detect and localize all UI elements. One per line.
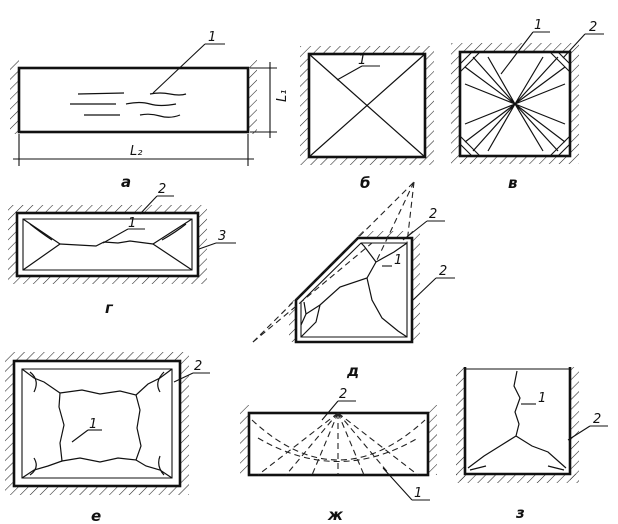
hatched-supports [10, 60, 257, 134]
label-crack: 1 [128, 216, 136, 231]
panel-b: 1 б [300, 46, 434, 192]
label-crack: 1 [538, 391, 546, 406]
label-crack: 1 [358, 53, 366, 68]
label-edge: 2 [593, 412, 601, 427]
slab-outline [12, 359, 182, 488]
envelope-cracks [22, 218, 193, 271]
fan-cracks [464, 56, 566, 152]
caption-g: г [105, 299, 114, 317]
label-crack: 1 [208, 30, 216, 45]
label-crack: 1 [394, 253, 402, 268]
caption-z: з [515, 504, 525, 522]
label-bottom: 1 [414, 486, 422, 501]
crack-lines [467, 370, 567, 471]
slab-outline [458, 50, 572, 158]
panel-g: 1 2 3 г [8, 182, 236, 317]
caption-d: д [346, 362, 359, 380]
panel-a: 1 L₁ L₂ а [10, 30, 290, 191]
yield-lines [251, 412, 426, 476]
crack-lines [21, 368, 173, 479]
slab-outline [307, 52, 427, 159]
panel-e: 1 2 е [5, 352, 210, 524]
dimension-l2: L₂ [13, 134, 254, 166]
panel-z: 1 2 з [456, 367, 608, 522]
label-crack: 1 [534, 18, 542, 33]
label-support: 3 [218, 229, 226, 244]
label-edge: 2 [194, 359, 202, 374]
panel-d: 1 2 2 д [252, 181, 455, 380]
crack-lines [70, 92, 187, 118]
label-crack: 1 [89, 417, 97, 432]
crack-lines [300, 242, 408, 338]
label-l1: L₁ [275, 90, 290, 102]
label-l2: L₂ [130, 144, 142, 159]
panel-zh: 2 1 ж [240, 387, 437, 524]
label-edge-right: 2 [439, 264, 447, 279]
caption-a: а [121, 173, 131, 191]
caption-v: в [508, 174, 518, 192]
construction-lines [252, 181, 415, 343]
slab-outline [15, 211, 200, 278]
leader-line [152, 43, 206, 94]
label-edge: 2 [158, 182, 166, 197]
slab-outline [17, 66, 250, 134]
caption-zh: ж [327, 506, 344, 524]
label-top: 2 [339, 387, 347, 402]
slab-outline [463, 367, 572, 476]
caption-b: б [360, 174, 370, 192]
diagonal-cracks [308, 53, 426, 158]
panel-v: 1 2 в [451, 18, 604, 192]
label-edge-top: 2 [429, 207, 437, 222]
caption-e: е [91, 507, 101, 524]
dimension-l1: L₁ [250, 62, 290, 138]
corner-cracks [459, 51, 571, 157]
label-corner: 2 [589, 20, 597, 35]
